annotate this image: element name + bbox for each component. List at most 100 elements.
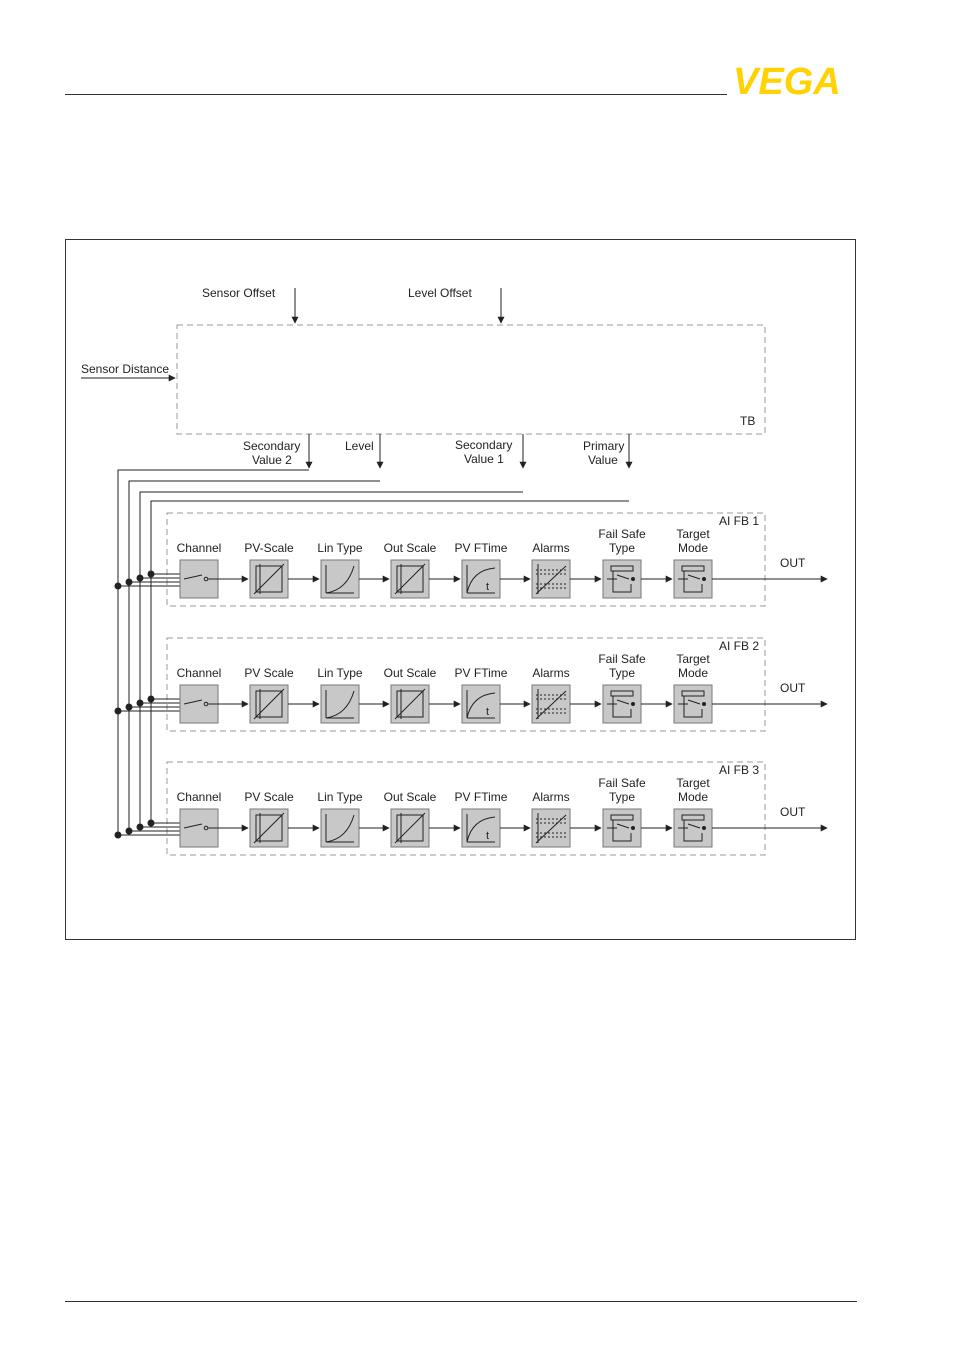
lin-type-glyph (325, 814, 355, 843)
stage-label: PV FTime (455, 541, 508, 555)
mode-glyph (616, 699, 630, 705)
secondary-value-1-label-2: Value 1 (464, 452, 504, 466)
stage-label: Type (609, 790, 635, 804)
mode-glyph (616, 823, 630, 829)
stage-label: Mode (678, 541, 708, 555)
bus-line (128, 480, 380, 834)
stage-label: Mode (678, 666, 708, 680)
stage-label: Fail Safe (598, 652, 646, 666)
footer-rule (65, 1301, 857, 1302)
stage-box (320, 559, 360, 599)
scale-glyph (255, 690, 283, 718)
signal-bus (117, 469, 629, 838)
stage-label: Target (676, 652, 710, 666)
alarms-glyph (535, 814, 567, 844)
out-label: OUT (780, 556, 806, 570)
stage-label: Lin Type (317, 541, 362, 555)
bus-junction (114, 582, 122, 590)
scale-glyph (396, 690, 424, 718)
bus-junction (147, 570, 155, 578)
mode-glyph (612, 820, 632, 842)
bus-junction (125, 827, 133, 835)
stage-label: Alarms (532, 790, 569, 804)
stage-box (461, 684, 501, 724)
stage-label: Out Scale (384, 790, 437, 804)
bus-junction (136, 699, 144, 707)
mode-glyph (683, 696, 703, 718)
pv-ftime-glyph (466, 690, 496, 719)
mode-glyph (681, 690, 705, 697)
ai-fb-frame (166, 637, 766, 732)
bus-junction (114, 707, 122, 715)
sensor-distance-label: Sensor Distance (81, 362, 169, 376)
ai-fb-label: AI FB 2 (719, 639, 759, 653)
pv-ftime-glyph (466, 565, 496, 594)
mode-glyph (687, 699, 701, 705)
stage-label: Alarms (532, 666, 569, 680)
mode-glyph (702, 577, 706, 581)
bus-junction (114, 831, 122, 839)
pv-ftime-symbol: t (486, 830, 489, 842)
vega-logo: VEGA (733, 60, 857, 105)
stage-label: Out Scale (384, 541, 437, 555)
ai-fb-frame (166, 761, 766, 856)
mode-glyph (681, 565, 705, 572)
scale-glyph (394, 688, 426, 720)
primary-value-label-1: Primary (583, 439, 624, 453)
stage-box (320, 808, 360, 848)
stage-label: Type (609, 541, 635, 555)
header-rule (65, 94, 727, 95)
mode-glyph (702, 702, 706, 706)
scale-glyph (394, 563, 426, 595)
sensor-offset-label: Sensor Offset (202, 286, 276, 300)
stage-label: Fail Safe (598, 527, 646, 541)
level-offset-label: Level Offset (408, 286, 472, 300)
stage-label: Channel (177, 666, 222, 680)
secondary-value-2-label-2: Value 2 (252, 453, 292, 467)
out-label: OUT (780, 681, 806, 695)
switch-glyph (203, 576, 209, 582)
scale-glyph (255, 565, 283, 593)
alarms-glyph (535, 565, 567, 595)
stage-label: Channel (177, 790, 222, 804)
lin-type-glyph (325, 565, 355, 594)
mode-glyph (687, 574, 701, 580)
ai-fb-frame (166, 512, 766, 607)
stage-box (461, 808, 501, 848)
bus-junction (147, 819, 155, 827)
stage-label: PV Scale (244, 790, 294, 804)
stage-label: Lin Type (317, 790, 362, 804)
primary-value-label-2: Value (588, 453, 618, 467)
scale-glyph (396, 565, 424, 593)
mode-glyph (631, 826, 635, 830)
stage-label: Target (676, 527, 710, 541)
ai-fb-label: AI FB 1 (719, 514, 759, 528)
stage-label: Alarms (532, 541, 569, 555)
stage-label: PV Scale (244, 666, 294, 680)
scale-glyph (396, 814, 424, 842)
stage-label: Lin Type (317, 666, 362, 680)
stage-box (461, 559, 501, 599)
mode-glyph (610, 814, 634, 821)
switch-glyph (183, 574, 203, 580)
pv-ftime-symbol: t (486, 706, 489, 718)
lin-type-glyph (325, 690, 355, 719)
bus-junction (136, 823, 144, 831)
scale-glyph (253, 688, 285, 720)
stage-label: PV-Scale (244, 541, 294, 555)
bus-junction (125, 703, 133, 711)
mode-glyph (610, 690, 634, 697)
pv-ftime-glyph (466, 814, 496, 843)
mode-glyph (681, 814, 705, 821)
bus-junction (147, 695, 155, 703)
scale-glyph (253, 812, 285, 844)
mode-glyph (702, 826, 706, 830)
diagram-frame (65, 239, 856, 940)
secondary-value-1-label-1: Secondary (455, 438, 512, 452)
mode-glyph (631, 702, 635, 706)
switch-glyph (183, 823, 203, 829)
pv-ftime-symbol: t (486, 581, 489, 593)
stage-label: PV FTime (455, 790, 508, 804)
mode-glyph (683, 571, 703, 593)
